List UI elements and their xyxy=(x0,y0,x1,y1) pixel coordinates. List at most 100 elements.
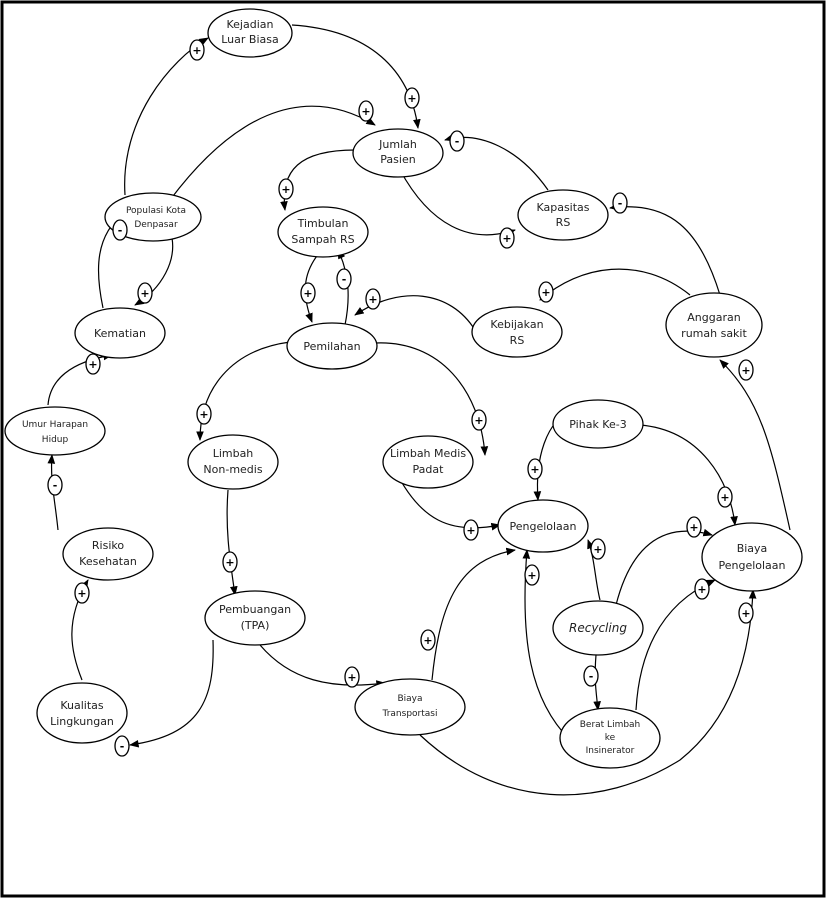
node-anggaran-label-2: rumah sakit xyxy=(681,327,747,340)
sign-plus: + xyxy=(189,39,205,61)
node-biaya-pengelolaan-label-2: Pengelolaan xyxy=(718,559,785,572)
sign-plus-text: + xyxy=(530,463,539,476)
edge-jumlah-to-timbulan xyxy=(280,149,356,211)
node-kejadian-luar-biasa: Kejadian Luar Biasa xyxy=(207,8,293,58)
sign-plus: + xyxy=(344,666,360,688)
sign-plus-text: + xyxy=(741,607,750,620)
node-limbah-non-medis-label-2: Non-medis xyxy=(203,463,262,476)
sign-minus: - xyxy=(47,474,63,496)
node-kebijakan-rs-label-1: Kebijakan xyxy=(490,318,543,331)
sign-plus-text: + xyxy=(347,671,356,684)
edge-anggaran-from-biaya xyxy=(719,359,791,531)
node-kebijakan-rs-label-2: RS xyxy=(510,334,525,347)
node-kualitas-lingkungan: Kualitas Lingkungan xyxy=(36,682,128,744)
edge-nonmedis-to-tpa xyxy=(226,489,238,596)
edge-kejadian-to-jumlah xyxy=(291,24,421,129)
sign-plus: + xyxy=(358,100,374,122)
edge-anggaran-to-kapasitas xyxy=(609,203,721,296)
node-kualitas-lingkungan-label-2: Lingkungan xyxy=(50,715,114,728)
sign-minus-text: - xyxy=(118,224,123,237)
node-kapasitas-rs: Kapasitas RS xyxy=(517,189,609,241)
node-kapasitas-rs-label-2: RS xyxy=(556,216,571,229)
node-pembuangan-label-1: Pembuangan xyxy=(219,603,291,616)
node-pengelolaan-label: Pengelolaan xyxy=(509,520,576,533)
sign-plus: + xyxy=(222,551,238,573)
sign-plus: + xyxy=(463,519,479,541)
edge-berat-to-pengelolaan xyxy=(522,549,571,741)
sign-plus-text: + xyxy=(720,491,729,504)
sign-plus-text: + xyxy=(88,358,97,371)
sign-plus-text: + xyxy=(741,364,750,377)
edge-recycling-to-pengelolaan xyxy=(587,539,601,601)
node-biaya-pengelolaan-label-1: Biaya xyxy=(737,542,768,555)
edge-medis-to-pengelolaan xyxy=(394,469,501,531)
sign-plus-text: + xyxy=(368,293,377,306)
node-timbulan-sampah-rs: Timbulan Sampah RS xyxy=(277,206,369,258)
node-timbulan-sampah-label-2: Sampah RS xyxy=(291,233,354,246)
sign-plus: + xyxy=(717,486,733,508)
node-limbah-medis-label-2: Padat xyxy=(413,463,445,476)
sign-minus: - xyxy=(612,192,628,214)
edge-tpa-to-kualitas xyxy=(129,639,214,748)
node-jumlah-pasien-label-2: Pasien xyxy=(380,153,415,166)
node-jumlah-pasien: Jumlah Pasien xyxy=(352,128,444,178)
node-berat-limbah-insinerator: Berat Limbah ke Insinerator xyxy=(559,707,661,769)
sign-plus-text: + xyxy=(361,105,370,118)
sign-plus: + xyxy=(74,582,90,604)
node-recycling: Recycling xyxy=(552,600,644,656)
sign-plus-text: + xyxy=(527,569,536,582)
sign-plus-text: + xyxy=(423,634,432,647)
node-umur-harapan-label-2: Hidup xyxy=(42,435,69,445)
node-kejadian-luar-biasa-label-1: Kejadian xyxy=(227,18,274,31)
edge-jumlah-to-kapasitas xyxy=(399,169,516,237)
node-biaya-pengelolaan: Biaya Pengelolaan xyxy=(701,522,803,592)
sign-minus-text: - xyxy=(455,135,460,148)
edge-biayatrans-to-pengelolaan xyxy=(431,547,516,681)
sign-minus: - xyxy=(112,219,128,241)
sign-minus-text: - xyxy=(120,740,125,753)
sign-plus: + xyxy=(590,538,606,560)
node-pengelolaan: Pengelolaan xyxy=(497,499,589,553)
node-anggaran-label-1: Anggaran xyxy=(687,311,740,324)
sign-minus-text: - xyxy=(342,273,347,286)
node-kejadian-luar-biasa-label-2: Luar Biasa xyxy=(221,33,278,46)
sign-plus: + xyxy=(278,178,294,200)
node-kebijakan-rs: Kebijakan RS xyxy=(471,306,563,358)
edge-pemilahan-to-medis xyxy=(374,342,489,456)
sign-plus-text: + xyxy=(466,524,475,537)
node-berat-limbah-label-2: ke xyxy=(605,733,616,743)
node-limbah-medis-label-1: Limbah Medis xyxy=(390,447,466,460)
edge-pihak3-to-biaya xyxy=(639,424,738,526)
sign-plus: + xyxy=(300,282,316,304)
node-limbah-medis-padat: Limbah Medis Padat xyxy=(382,435,474,489)
node-timbulan-sampah-label-1: Timbulan xyxy=(297,217,349,230)
sign-plus-text: + xyxy=(593,543,602,556)
node-biaya-transportasi-label-1: Biaya xyxy=(397,694,422,704)
sign-plus: + xyxy=(196,403,212,425)
node-umur-harapan-hidup: Umur Harapan Hidup xyxy=(4,406,106,456)
node-kapasitas-rs-label-1: Kapasitas xyxy=(536,201,589,214)
edge-tpa-to-biayatrans xyxy=(259,644,386,688)
sign-plus: + xyxy=(694,578,710,600)
sign-plus: + xyxy=(738,359,754,381)
edge-pemilahan-to-nonmedis xyxy=(196,341,291,441)
node-berat-limbah-label-1: Berat Limbah xyxy=(580,720,641,730)
sign-plus: + xyxy=(137,282,153,304)
node-pembuangan-label-2: (TPA) xyxy=(241,619,270,632)
node-umur-harapan-label-1: Umur Harapan xyxy=(22,420,88,430)
sign-plus: + xyxy=(420,629,436,651)
sign-minus-text: - xyxy=(618,197,623,210)
sign-plus-text: + xyxy=(192,44,201,57)
node-risiko-kesehatan: Risiko Kesehatan xyxy=(62,527,154,581)
sign-plus-text: + xyxy=(474,414,483,427)
sign-plus-text: + xyxy=(140,287,149,300)
sign-plus: + xyxy=(538,281,554,303)
node-biaya-transportasi-label-2: Transportasi xyxy=(382,709,438,719)
node-pihak-ke3: Pihak Ke-3 xyxy=(552,399,644,449)
node-populasi-kota-denpasar: Populasi Kota Denpasar xyxy=(104,192,202,242)
node-pembuangan-tpa: Pembuangan (TPA) xyxy=(204,590,306,646)
node-pemilahan: Pemilahan xyxy=(286,322,378,370)
node-populasi-kota-label-1: Populasi Kota xyxy=(126,206,186,216)
sign-plus-text: + xyxy=(77,587,86,600)
